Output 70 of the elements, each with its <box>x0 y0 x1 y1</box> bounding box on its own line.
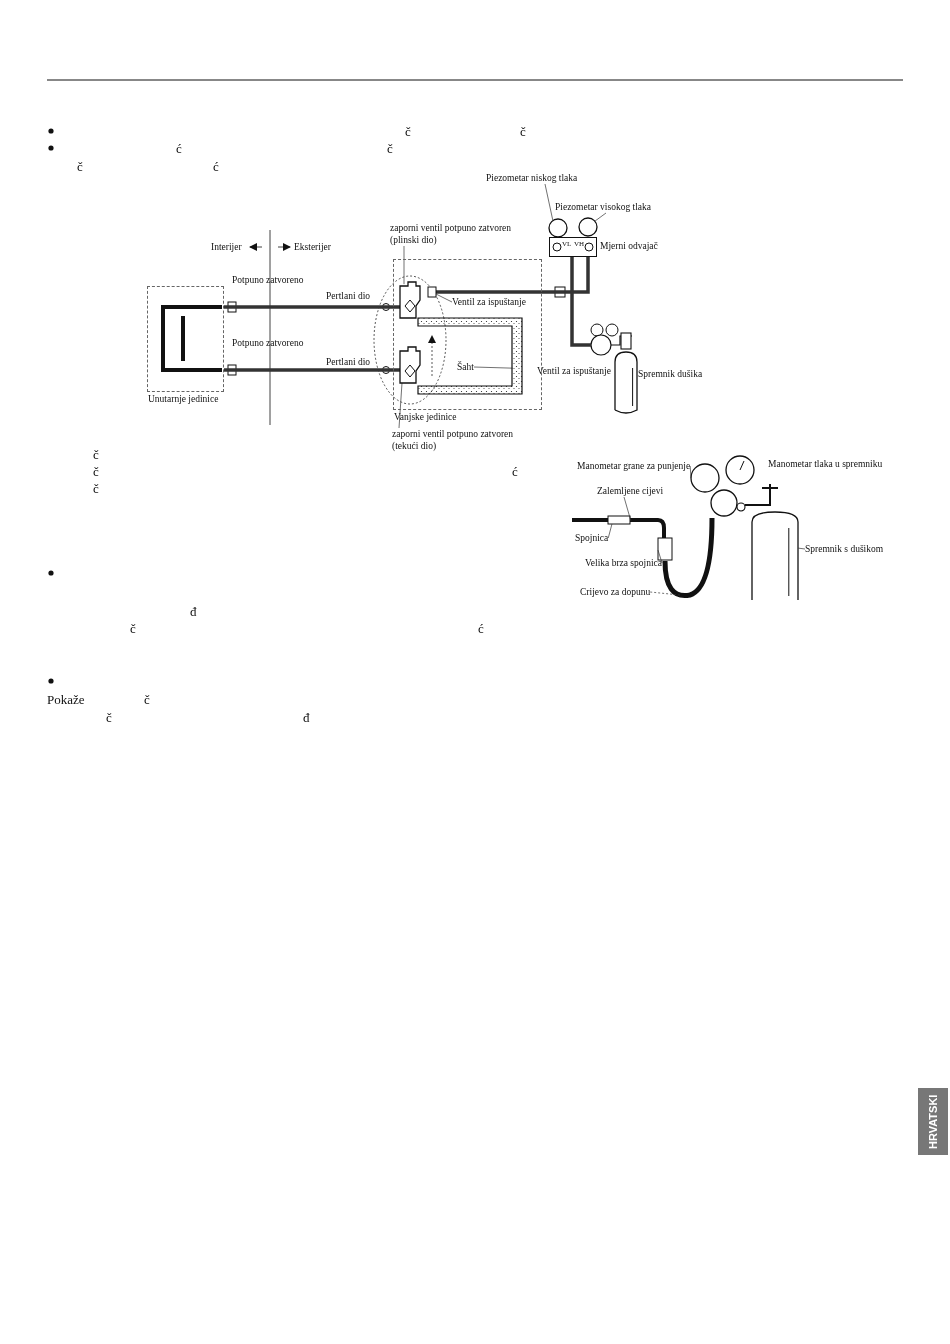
text-fragment: č <box>144 692 150 707</box>
leader-line <box>607 523 613 539</box>
pressure-gauge-icon <box>578 217 598 237</box>
pipe-line <box>224 305 400 309</box>
quick-coupler-icon <box>657 537 673 561</box>
text-fragment: č <box>405 124 411 139</box>
part-label: Interijer <box>211 242 242 253</box>
text-fragment: Pokaže <box>47 692 85 707</box>
callout-label: zaporni ventil potpuno zatvoren (tekući dio) <box>392 428 532 452</box>
text-fragment: đ <box>190 604 197 619</box>
leader-line <box>623 496 632 522</box>
leader-line <box>473 366 513 369</box>
unit-label: Unutarnje jedinice <box>148 394 219 404</box>
pipe-line <box>436 257 590 294</box>
part-label: Eksterijer <box>294 242 331 253</box>
part-label: Spremnik dušika <box>638 369 703 380</box>
text-fragment: č <box>387 141 393 156</box>
service-port-icon <box>427 286 437 298</box>
language-tab: HRVATSKI <box>918 1088 948 1155</box>
leader-line <box>398 382 403 429</box>
unit-label: Vanjske jedinice <box>394 412 457 422</box>
callout-label: Zalemljene cijevi <box>597 485 664 497</box>
part-label: Pertlani dio <box>326 357 371 368</box>
callout-label: zaporni ventil potpuno zatvoren (plinski dio) <box>390 222 530 246</box>
part-label: Potpuno zatvoreno <box>232 275 304 286</box>
pressure-regulator-drawing <box>590 323 633 356</box>
pressure-gauge-icon <box>548 218 568 238</box>
gauge-manifold <box>549 237 597 257</box>
leader-line <box>689 465 692 479</box>
leader-line <box>657 549 663 564</box>
text-fragment: č <box>106 710 112 725</box>
text-fragment: č <box>93 464 99 479</box>
callout-label: Ventil za ispuštanje <box>452 296 526 308</box>
callout-label: Piezometar niskog tlaka <box>486 172 578 184</box>
callout-label: Spremnik s dušikom <box>805 543 884 555</box>
text-fragment: č <box>77 159 83 174</box>
pressure-gauge-icon <box>690 463 720 493</box>
pipe-line <box>570 257 591 347</box>
shutoff-valve-drawing <box>399 281 421 319</box>
leader-line <box>435 293 453 303</box>
hose-drawing <box>662 517 715 598</box>
pipe-line <box>224 368 400 372</box>
leader-line <box>797 547 806 550</box>
leader-line <box>403 245 405 285</box>
text-fragment: đ <box>303 710 310 725</box>
callout-label: Velika brza spojnica <box>585 557 663 569</box>
text-fragment: č <box>520 124 526 139</box>
shutoff-valve-drawing <box>399 346 421 384</box>
part-label: Ventil za ispuštanje <box>537 366 611 377</box>
text-fragment: ć <box>213 159 219 174</box>
gas-cylinder-drawing <box>614 351 638 414</box>
callout-label: Piezometar visokog tlaka <box>555 201 652 213</box>
part-label: Mjerni odvajač <box>600 241 658 252</box>
text-fragment: č <box>130 621 136 636</box>
leader-line <box>594 212 607 222</box>
part-label: Pertlani dio <box>326 291 371 302</box>
callout-label: Manometar grane za punjenje <box>577 460 691 472</box>
text-fragment: č <box>93 447 99 462</box>
callout-label: Spojnica <box>575 532 609 544</box>
text-fragment: č <box>93 481 99 496</box>
leader-line <box>649 591 681 596</box>
part-label: Manometar tlaka u spremniku <box>768 459 883 470</box>
text-fragment: ć <box>478 621 484 636</box>
gas-cylinder-drawing <box>751 511 799 601</box>
leader-line <box>544 183 554 222</box>
outdoor-unit-drawing <box>417 317 523 395</box>
text-fragment: ć <box>512 464 518 479</box>
text-fragment: ć <box>176 141 182 156</box>
callout-label: Šaht <box>457 361 474 373</box>
callout-label: Crijevo za dopunu <box>580 586 651 598</box>
